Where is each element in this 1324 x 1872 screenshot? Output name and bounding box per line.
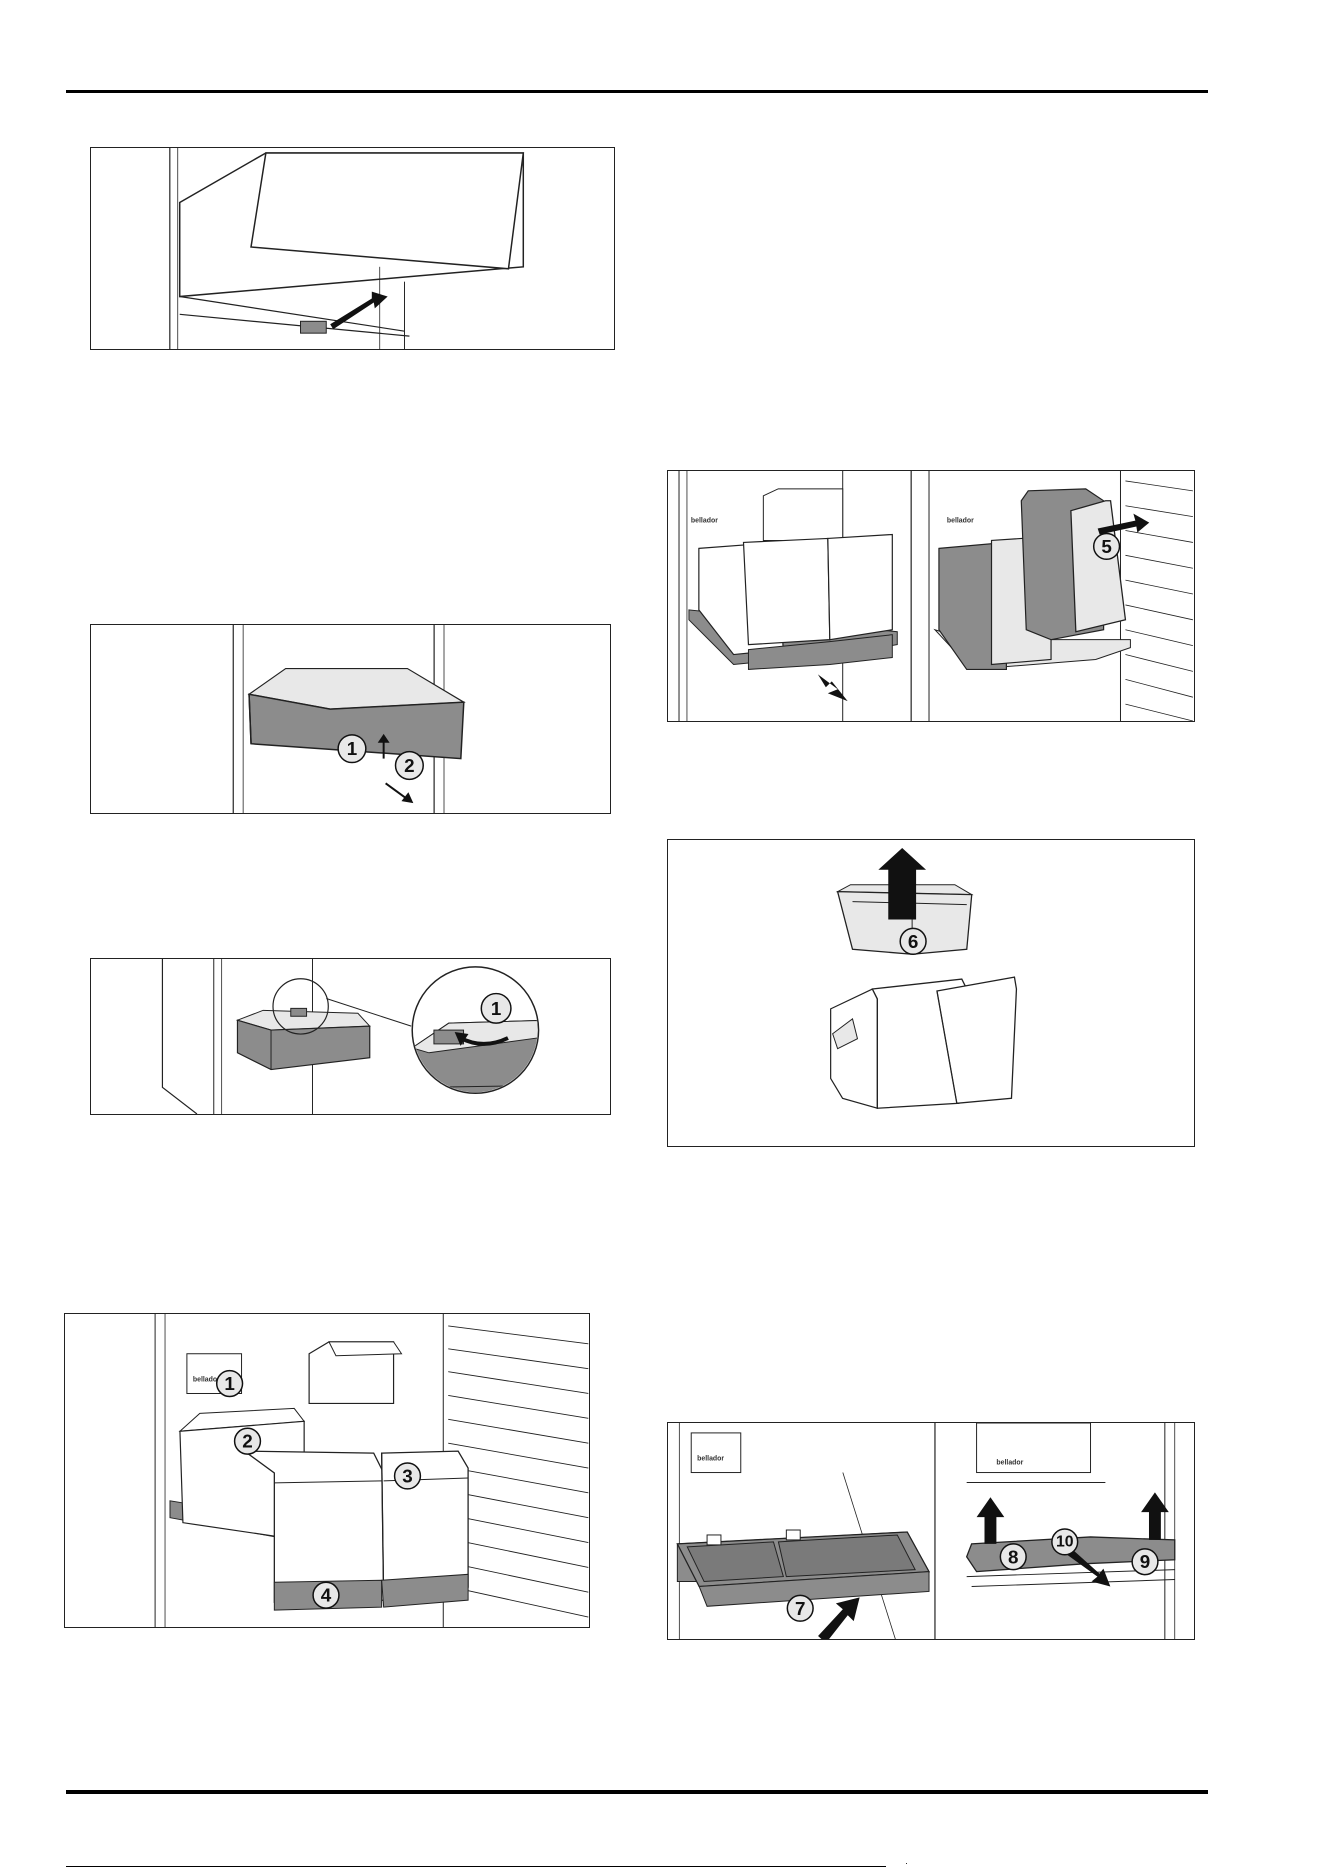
- figure-bin-insert-lift: 6: [667, 839, 1195, 1147]
- brand-label-right: bellador: [996, 1460, 1023, 1467]
- callout-1: 1: [347, 738, 357, 759]
- callout-4: 4: [321, 1585, 332, 1606]
- callout-8: 8: [1008, 1546, 1018, 1567]
- shelf-tray-removal-drawing: bellador 7 bellador 8 9 10: [668, 1423, 1194, 1639]
- callout-9: 9: [1140, 1551, 1150, 1572]
- brand-label-left: bellador: [697, 1456, 724, 1463]
- drawer-clip-drawing: 1: [91, 959, 610, 1114]
- bin-pull-out-drawing: bellador bellador 5: [668, 471, 1194, 721]
- footer-rule: [66, 1790, 1208, 1794]
- figure-bin-pull-out: bellador bellador 5: [667, 470, 1195, 722]
- callout-6: 6: [908, 931, 919, 952]
- callout-1: 1: [224, 1373, 235, 1394]
- brand-label-left: bellador: [691, 518, 718, 525]
- callout-3: 3: [402, 1465, 413, 1486]
- bottom-thin-rule: [66, 1866, 886, 1867]
- brand-label-right: bellador: [947, 518, 974, 525]
- callout-7: 7: [795, 1598, 805, 1619]
- freezer-drawers-drawing: bellador 1 2 3 4: [65, 1314, 589, 1627]
- figure-shelf-tray-removal: bellador 7 bellador 8 9 10: [667, 1422, 1195, 1640]
- figure-drawer-removal: 1 2: [90, 624, 611, 814]
- footer-mark: ·: [905, 1858, 908, 1868]
- bin-insert-lift-drawing: 6: [668, 840, 1194, 1146]
- callout-1: 1: [491, 998, 501, 1019]
- shelf-removal-drawing: [91, 148, 614, 349]
- figure-shelf-removal: [90, 147, 615, 350]
- figure-freezer-drawers-overview: bellador 1 2 3 4: [64, 1313, 590, 1628]
- header-rule: [66, 90, 1208, 93]
- callout-2: 2: [242, 1431, 253, 1452]
- callout-10: 10: [1056, 1533, 1074, 1550]
- figure-drawer-clip-detail: 1: [90, 958, 611, 1115]
- callout-5: 5: [1101, 536, 1111, 557]
- drawer-removal-drawing: 1 2: [91, 625, 610, 813]
- callout-2: 2: [404, 755, 414, 776]
